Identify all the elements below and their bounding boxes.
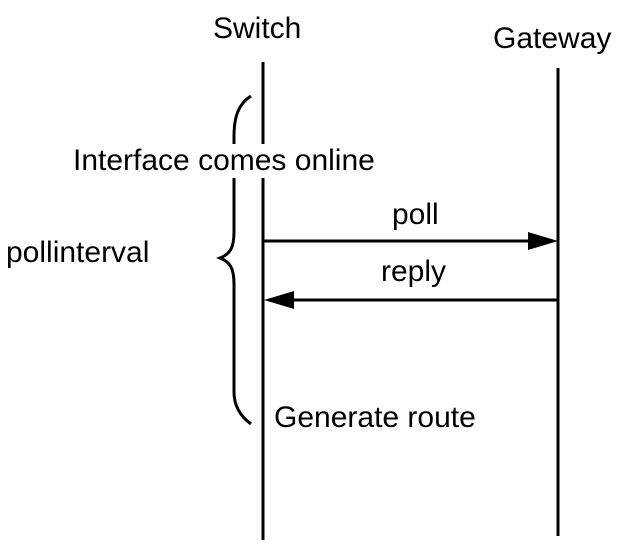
interface-online-label: Interface comes online [71,144,377,178]
pollinterval-brace [215,94,252,426]
poll-arrowhead [528,232,558,250]
switch-label: Switch [213,12,302,45]
generate-route-label: Generate route [274,401,476,434]
poll-message-label: poll [392,198,439,231]
pollinterval-label: pollinterval [6,236,150,269]
gateway-label: Gateway [493,22,612,55]
reply-arrowhead [264,291,294,309]
reply-message-label: reply [381,255,447,288]
